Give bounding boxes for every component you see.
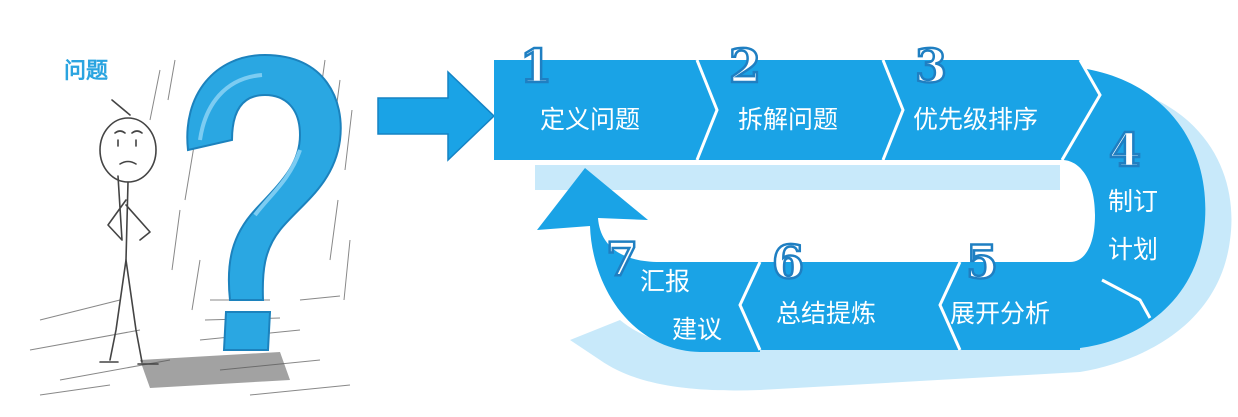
step-2-number: 2 bbox=[729, 39, 761, 93]
step-6-number: 6 bbox=[772, 235, 804, 289]
step-5-number: 5 bbox=[966, 235, 998, 289]
thinking-stick-figure-icon bbox=[99, 99, 159, 365]
process-ribbon bbox=[494, 59, 1232, 391]
step-7-label-line1: 汇报 bbox=[640, 267, 690, 296]
steps: 1 定义问题 2 拆解问题 3 优先级排序 4 制订 计划 5 展开分析 6 总… bbox=[519, 38, 1158, 344]
step-5-label: 展开分析 bbox=[950, 299, 1050, 328]
step-7-number: 7 bbox=[606, 232, 638, 286]
step-3-label: 优先级排序 bbox=[913, 105, 1038, 134]
ribbon-shadow bbox=[535, 165, 1060, 190]
ribbon-top bbox=[494, 60, 1110, 160]
ribbon-turn bbox=[1052, 66, 1206, 348]
step-6-label: 总结提炼 bbox=[776, 299, 876, 328]
step-4-label-line2: 计划 bbox=[1108, 235, 1158, 264]
step-1-label: 定义问题 bbox=[540, 105, 640, 134]
step-4-number: 4 bbox=[1109, 123, 1141, 177]
illustration: 问题 bbox=[29, 53, 353, 396]
step-3-number: 3 bbox=[915, 39, 947, 93]
ribbon-bottom bbox=[742, 262, 1080, 350]
step-4-label-line1: 制订 bbox=[1108, 187, 1158, 216]
question-mark-icon bbox=[140, 53, 342, 388]
question-label: 问题 bbox=[64, 59, 109, 84]
ribbon-return bbox=[537, 168, 760, 352]
step-7-label-line2: 建议 bbox=[672, 315, 722, 344]
step-2-label: 拆解问题 bbox=[738, 105, 838, 134]
step-1-number: 1 bbox=[520, 39, 552, 93]
right-arrow-icon bbox=[377, 70, 496, 162]
